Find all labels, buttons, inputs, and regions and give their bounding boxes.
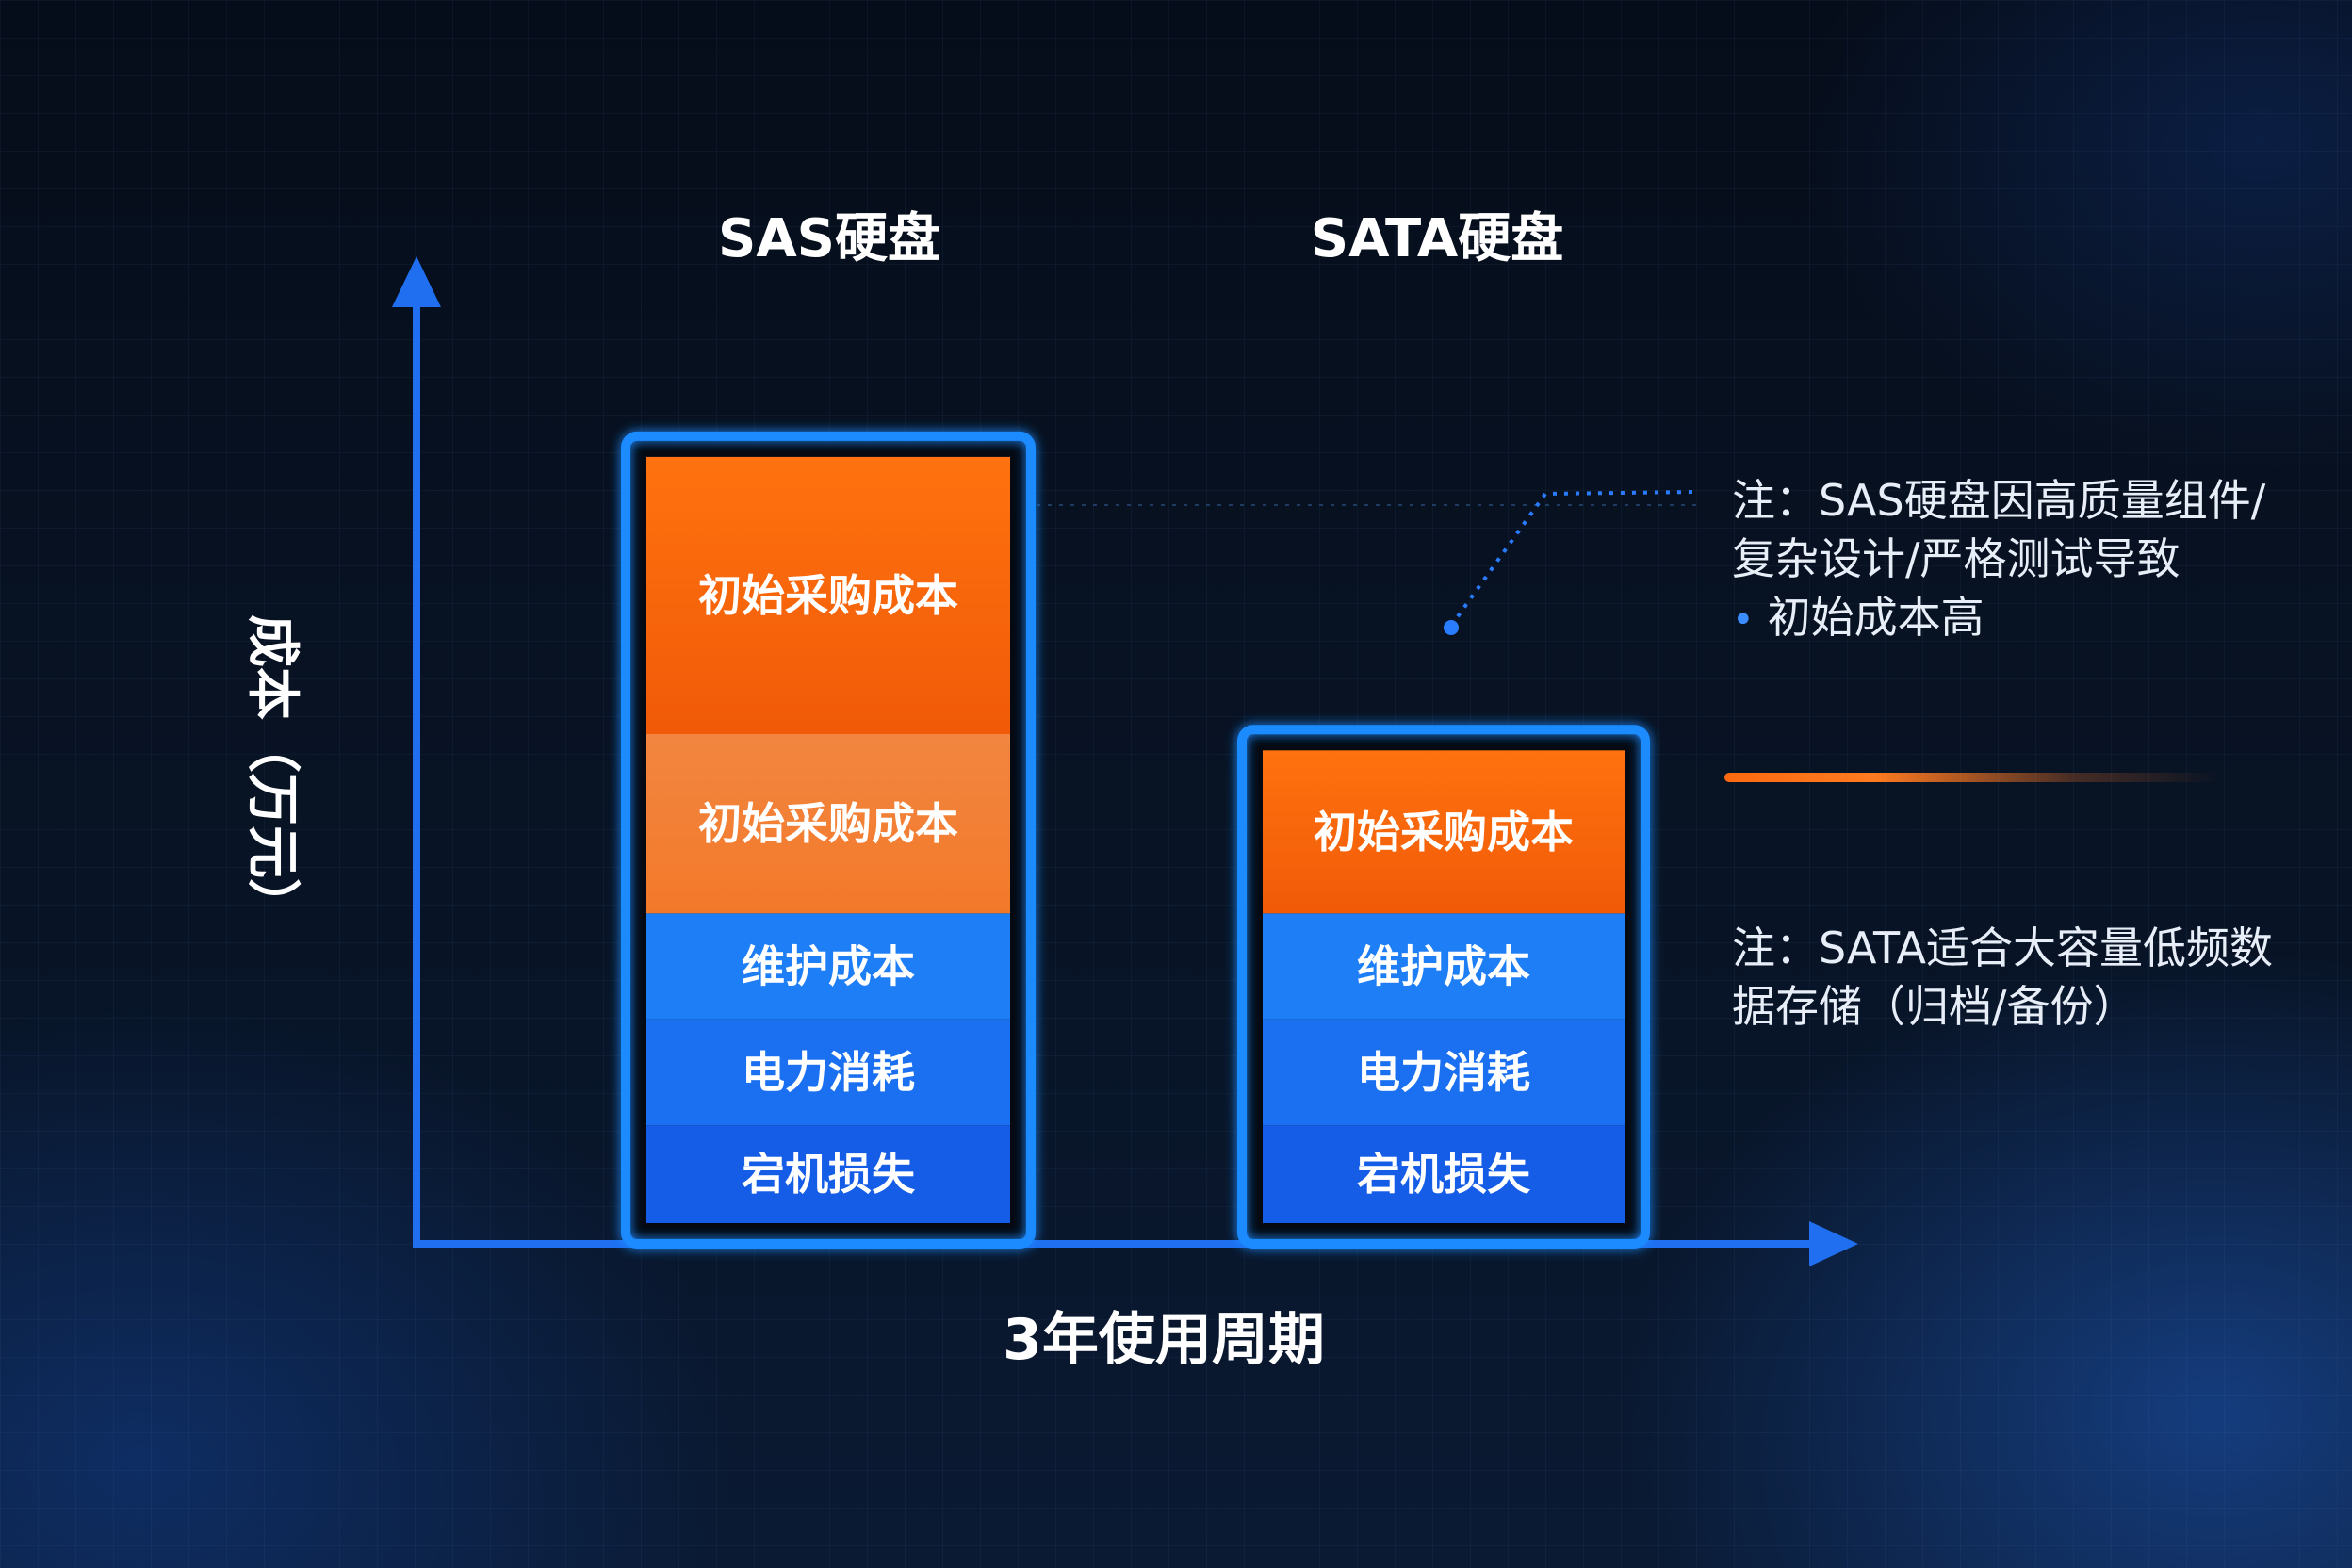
segment-label-0-3: 初始采购成本 — [698, 798, 958, 849]
category-label-sata: SATA硬盘 — [1311, 208, 1564, 270]
bar-segment-1-1 — [1263, 1019, 1625, 1126]
bar-frame-0 — [621, 431, 1036, 1249]
bar-segment-0-4 — [646, 456, 1010, 734]
bar-frame-1 — [1237, 725, 1650, 1249]
segment-label-1-0: 宕机损失 — [1357, 1149, 1531, 1200]
bar-segment-0-3 — [646, 734, 1010, 914]
bar-segment-1-0 — [1263, 1125, 1625, 1223]
segment-label-1-3: 初始采购成本 — [1314, 807, 1574, 858]
orange-divider-line — [1724, 773, 2224, 782]
bars-group: 宕机损失电力消耗维护成本初始采购成本初始采购成本宕机损失电力消耗维护成本初始采购… — [621, 431, 1650, 1249]
segment-label-1-2: 维护成本 — [1357, 941, 1530, 992]
segment-label-1-1: 电力消耗 — [1357, 1047, 1530, 1098]
annotation-dot — [1444, 620, 1459, 635]
x-axis-arrow — [1809, 1221, 1858, 1266]
bar-segment-0-0 — [646, 1125, 1010, 1223]
category-label-sas: SAS硬盘 — [718, 208, 940, 270]
sas-note-text: 注：SAS硬盘因高质量组件/复杂设计/严格测试导致 — [1732, 475, 2266, 584]
sas-note-bullet-text: 初始成本高 — [1767, 592, 1984, 643]
segment-label-0-2: 维护成本 — [742, 941, 915, 992]
bar-segment-1-2 — [1263, 913, 1625, 1020]
y-axis-label: 成本（万元） — [241, 614, 302, 931]
sas-annotation-note: 注：SAS硬盘因高质量组件/复杂设计/严格测试导致 • 初始成本高 — [1732, 471, 2297, 649]
bar-segment-0-2 — [646, 913, 1010, 1020]
x-axis-label: 3年使用周期 — [1003, 1307, 1325, 1373]
y-axis-arrow — [392, 256, 441, 307]
bar-segment-1-3 — [1263, 750, 1625, 914]
sata-annotation-note: 注：SATA适合大容量低频数据存储（归档/备份） — [1732, 919, 2297, 1036]
segment-label-0-1: 电力消耗 — [742, 1047, 915, 1098]
sas-note-bullet-row: • 初始成本高 — [1732, 588, 2297, 649]
sata-note-text: 注：SATA适合大容量低频数据存储（归档/备份） — [1732, 923, 2273, 1032]
segment-label-0-4: 初始采购成本 — [698, 570, 958, 621]
annotation-leader-line — [1449, 490, 1697, 628]
bar-segment-0-1 — [646, 1019, 1010, 1126]
segment-label-0-0: 宕机损失 — [742, 1149, 916, 1200]
bullet-icon: • — [1732, 598, 1755, 642]
